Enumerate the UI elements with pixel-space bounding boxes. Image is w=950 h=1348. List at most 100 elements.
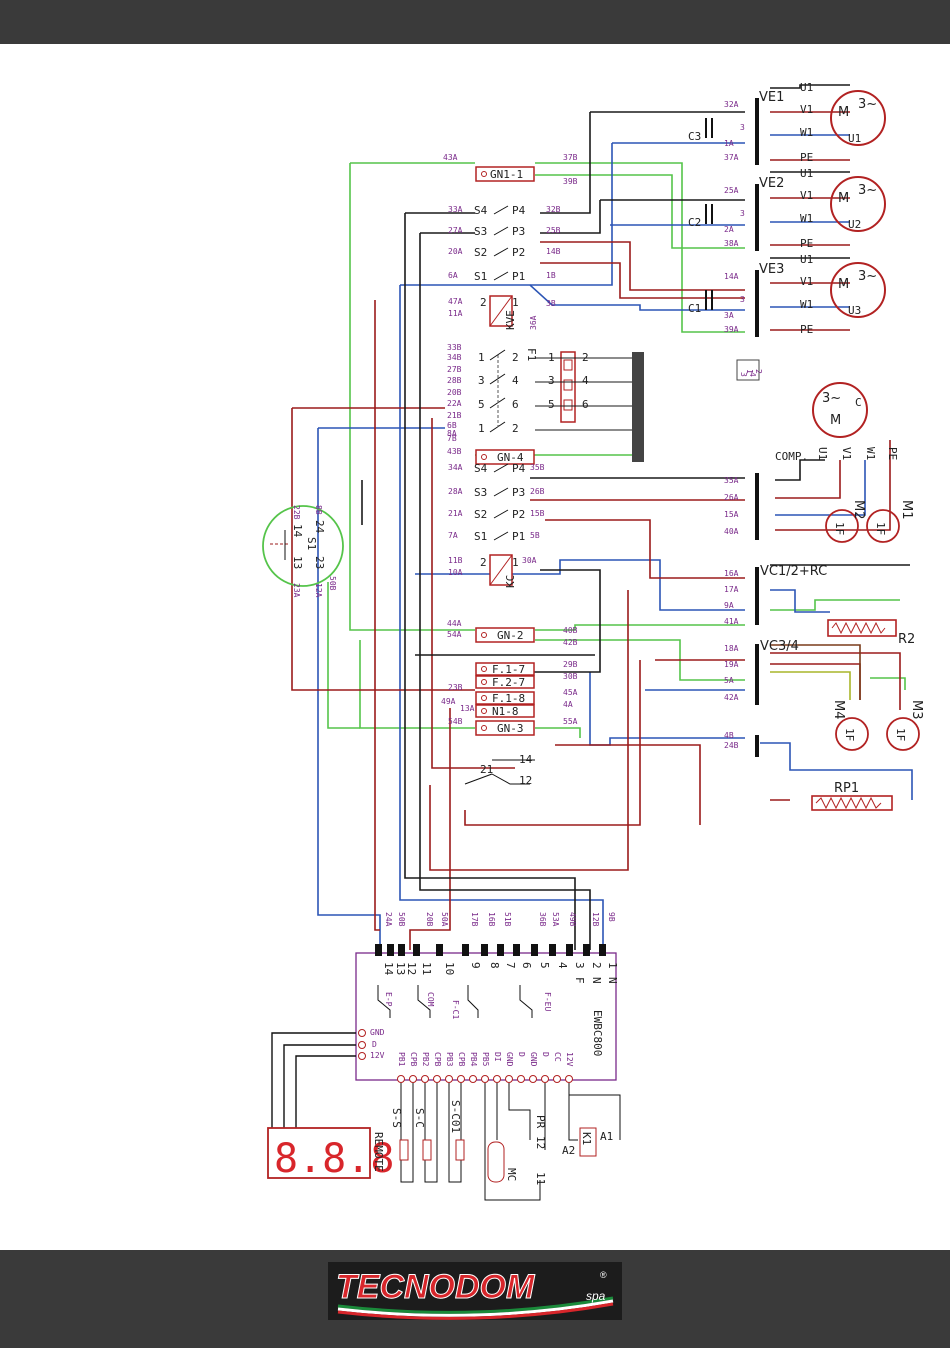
resistor-r2: R2 <box>827 619 915 647</box>
switch-bank-top: 33A S4 P4 32B 27A S3 P3 25B 20A S2 P2 14… <box>448 204 561 283</box>
motor-phase: 3~ <box>858 97 877 112</box>
wire-label: 9A <box>724 601 734 610</box>
svg-text:D: D <box>517 1052 526 1057</box>
breaker-f1: 33B 34B 27B 28B 20B 22A 21B 6B 8A 7B 1 2… <box>447 343 763 462</box>
svg-text:4B: 4B <box>724 731 734 740</box>
svg-text:1F: 1F <box>874 522 887 535</box>
wire-label: 11A <box>448 309 463 318</box>
selector-s1: S1 22B 14 8B 24 13 23 23A 12A 50B <box>262 505 344 598</box>
wire-label: 25B <box>546 226 561 235</box>
svg-text:1F: 1F <box>894 728 907 741</box>
motor-m-glyph: M <box>838 105 849 120</box>
breaker-ref: F1 <box>525 348 538 361</box>
sensor-icon <box>455 1139 465 1161</box>
wire-label: 16A <box>724 569 739 578</box>
legend-label: 2 <box>754 369 763 374</box>
svg-text:30B: 30B <box>563 672 578 681</box>
capacitor-ref: C1 <box>688 302 701 315</box>
motor-ref: VE1 <box>759 90 784 105</box>
svg-text:CPB: CPB <box>457 1052 466 1067</box>
svg-text:F-C1: F-C1 <box>451 1000 460 1019</box>
fuse-block: F.1-7 29B <box>475 660 578 676</box>
svg-text:12V: 12V <box>370 1051 385 1060</box>
motor-phase: 3~ <box>858 183 877 198</box>
wire-label: 6B <box>447 421 457 430</box>
ground-node-gn-3: GN-3 54B 55A <box>448 717 578 736</box>
switch-contact <box>493 271 509 281</box>
svg-text:21: 21 <box>480 763 493 776</box>
wire-label: 6A <box>448 271 458 280</box>
wire-label: 21A <box>448 509 463 518</box>
switch-pin: P4 <box>512 462 526 475</box>
svg-text:N1-8: N1-8 <box>492 705 519 718</box>
mc-reed-icon <box>487 1141 505 1183</box>
svg-text:CPB: CPB <box>433 1052 442 1067</box>
controller-ewbc800: 24A 50B 20B 50A 17B 16B 51B 36B 53A 49B … <box>355 912 619 1083</box>
svg-text:9B: 9B <box>607 912 616 922</box>
switch-bank-mid: 34A S4 P4 35B 28A S3 P3 26B 21A S2 P2 15… <box>448 462 545 543</box>
svg-text:13: 13 <box>394 962 407 975</box>
compressor-phase: 3~ <box>822 391 841 406</box>
selector-label: 22B <box>292 505 301 520</box>
compressor-ref: COMP. <box>775 450 808 463</box>
fan-m1: 1F M1 <box>866 500 914 543</box>
terminal-vc34: VC3/4 18A 19A 5A 42A <box>724 639 799 705</box>
pole-label: 6 <box>512 398 519 411</box>
switch-ref: S1 <box>474 270 487 283</box>
ground-node-gn1-1: GN1-1 43A 37B 39B <box>443 153 578 186</box>
selector-label: 8B <box>314 505 323 515</box>
wire-label: 20B <box>447 388 462 397</box>
motor-ref: VE3 <box>759 262 784 277</box>
ground-node-gn-2: GN-2 44A 54A 40B 42B <box>447 619 578 647</box>
wire-label: 39A <box>724 325 739 334</box>
term-label: 4 <box>582 374 589 387</box>
tecnodom-logo: TECNODOM ® spa <box>328 1262 622 1320</box>
gn-ref: GN-4 <box>497 451 524 464</box>
switch-row: 27A S3 P3 25B <box>448 225 561 238</box>
wire-label: 43B <box>447 447 462 456</box>
wire-label: 50B <box>328 576 337 591</box>
capacitor-ref: C2 <box>688 216 701 229</box>
pr-label: PR <box>534 1115 547 1129</box>
selector-ref: S1 <box>305 537 318 550</box>
pin-label: PE <box>800 151 813 164</box>
wire-label: 40A <box>724 527 739 536</box>
svg-text:12V: 12V <box>565 1052 574 1067</box>
pin-label: U1 <box>800 81 813 94</box>
relay-pin: 1 <box>512 296 519 309</box>
wire-label: 38A <box>724 239 739 248</box>
term-label: 3 <box>548 374 555 387</box>
svg-text:COM.: COM. <box>426 992 435 1011</box>
relay-pin: 2 <box>480 296 487 309</box>
motor-phase: 3~ <box>858 269 877 284</box>
svg-text:F.2-7: F.2-7 <box>492 676 525 689</box>
wire-label: 37B <box>563 153 578 162</box>
wire-label: 5B <box>530 531 540 540</box>
wire-label: 14B <box>546 247 561 256</box>
wire-label: 35B <box>530 463 545 472</box>
svg-text:14: 14 <box>382 962 395 976</box>
resistor-ref: R2 <box>898 632 915 647</box>
compressor-m-glyph: M <box>830 413 841 428</box>
pole-label: 5 <box>478 398 485 411</box>
motor-group: VE1 32A 3 1A 37A U1 V1 W1 PE M 3~ U1 C3 … <box>688 81 886 337</box>
svg-text:4: 4 <box>556 962 569 969</box>
wire-label: 22A <box>447 399 462 408</box>
pole-label: 1 <box>478 422 485 435</box>
switch-ref: S2 <box>474 246 487 259</box>
svg-text:CC: CC <box>553 1052 562 1062</box>
aux-components: MC PR 12 11 K1 A1 A2 <box>484 1083 621 1201</box>
pole-label: 2 <box>512 422 519 435</box>
motor-coil: U1 <box>848 132 861 145</box>
a2-label: A2 <box>562 1144 575 1157</box>
motor-ref: VE2 <box>759 176 784 191</box>
wire-label: 35A <box>724 476 739 485</box>
relay-kve: KVE 2 1 47A 11A 36A 3B <box>448 295 556 330</box>
gn-ref: GN-2 <box>497 629 524 642</box>
wires <box>291 84 913 950</box>
switch-ref: S3 <box>474 225 487 238</box>
rp1-terminal: 4B 24B <box>724 731 759 757</box>
relay-ref: KC <box>504 575 517 588</box>
ground-node-gn-4: GN-4 43B <box>447 447 535 465</box>
pin-label: W1 <box>800 126 813 139</box>
